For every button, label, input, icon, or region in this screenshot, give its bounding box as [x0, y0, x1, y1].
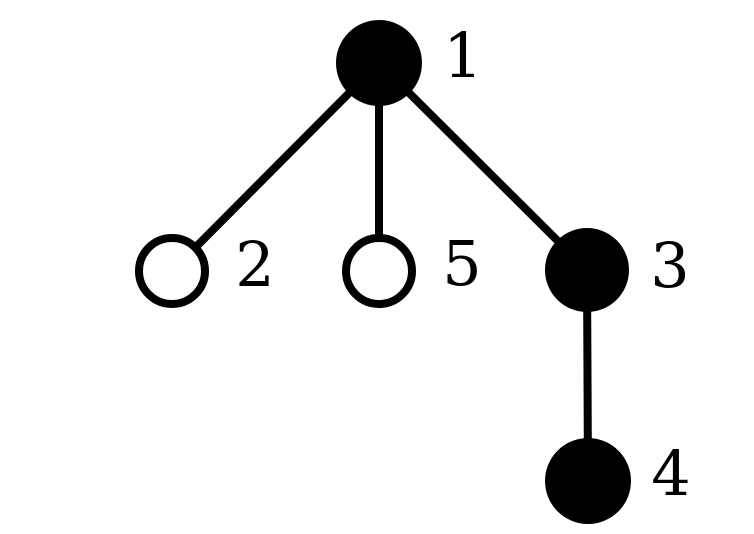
label-layer: 1 2 5 3 4	[235, 19, 690, 510]
graph-edge-1-3	[376, 60, 590, 273]
graph-node-4[interactable]	[545, 438, 631, 524]
graph-node-label-4: 4	[651, 437, 690, 510]
graph-node-3[interactable]	[545, 228, 629, 312]
node-layer	[135, 20, 631, 524]
graph-node-5[interactable]	[342, 234, 416, 308]
graph-node-1[interactable]	[336, 20, 422, 106]
graph-node-label-3: 3	[650, 229, 689, 302]
graph-node-label-1: 1	[443, 19, 482, 92]
graph-node-label-5: 5	[442, 227, 481, 300]
graph-node-2[interactable]	[135, 234, 209, 308]
graph-edge-1-2	[169, 60, 382, 274]
graph-node-label-2: 2	[235, 228, 274, 301]
